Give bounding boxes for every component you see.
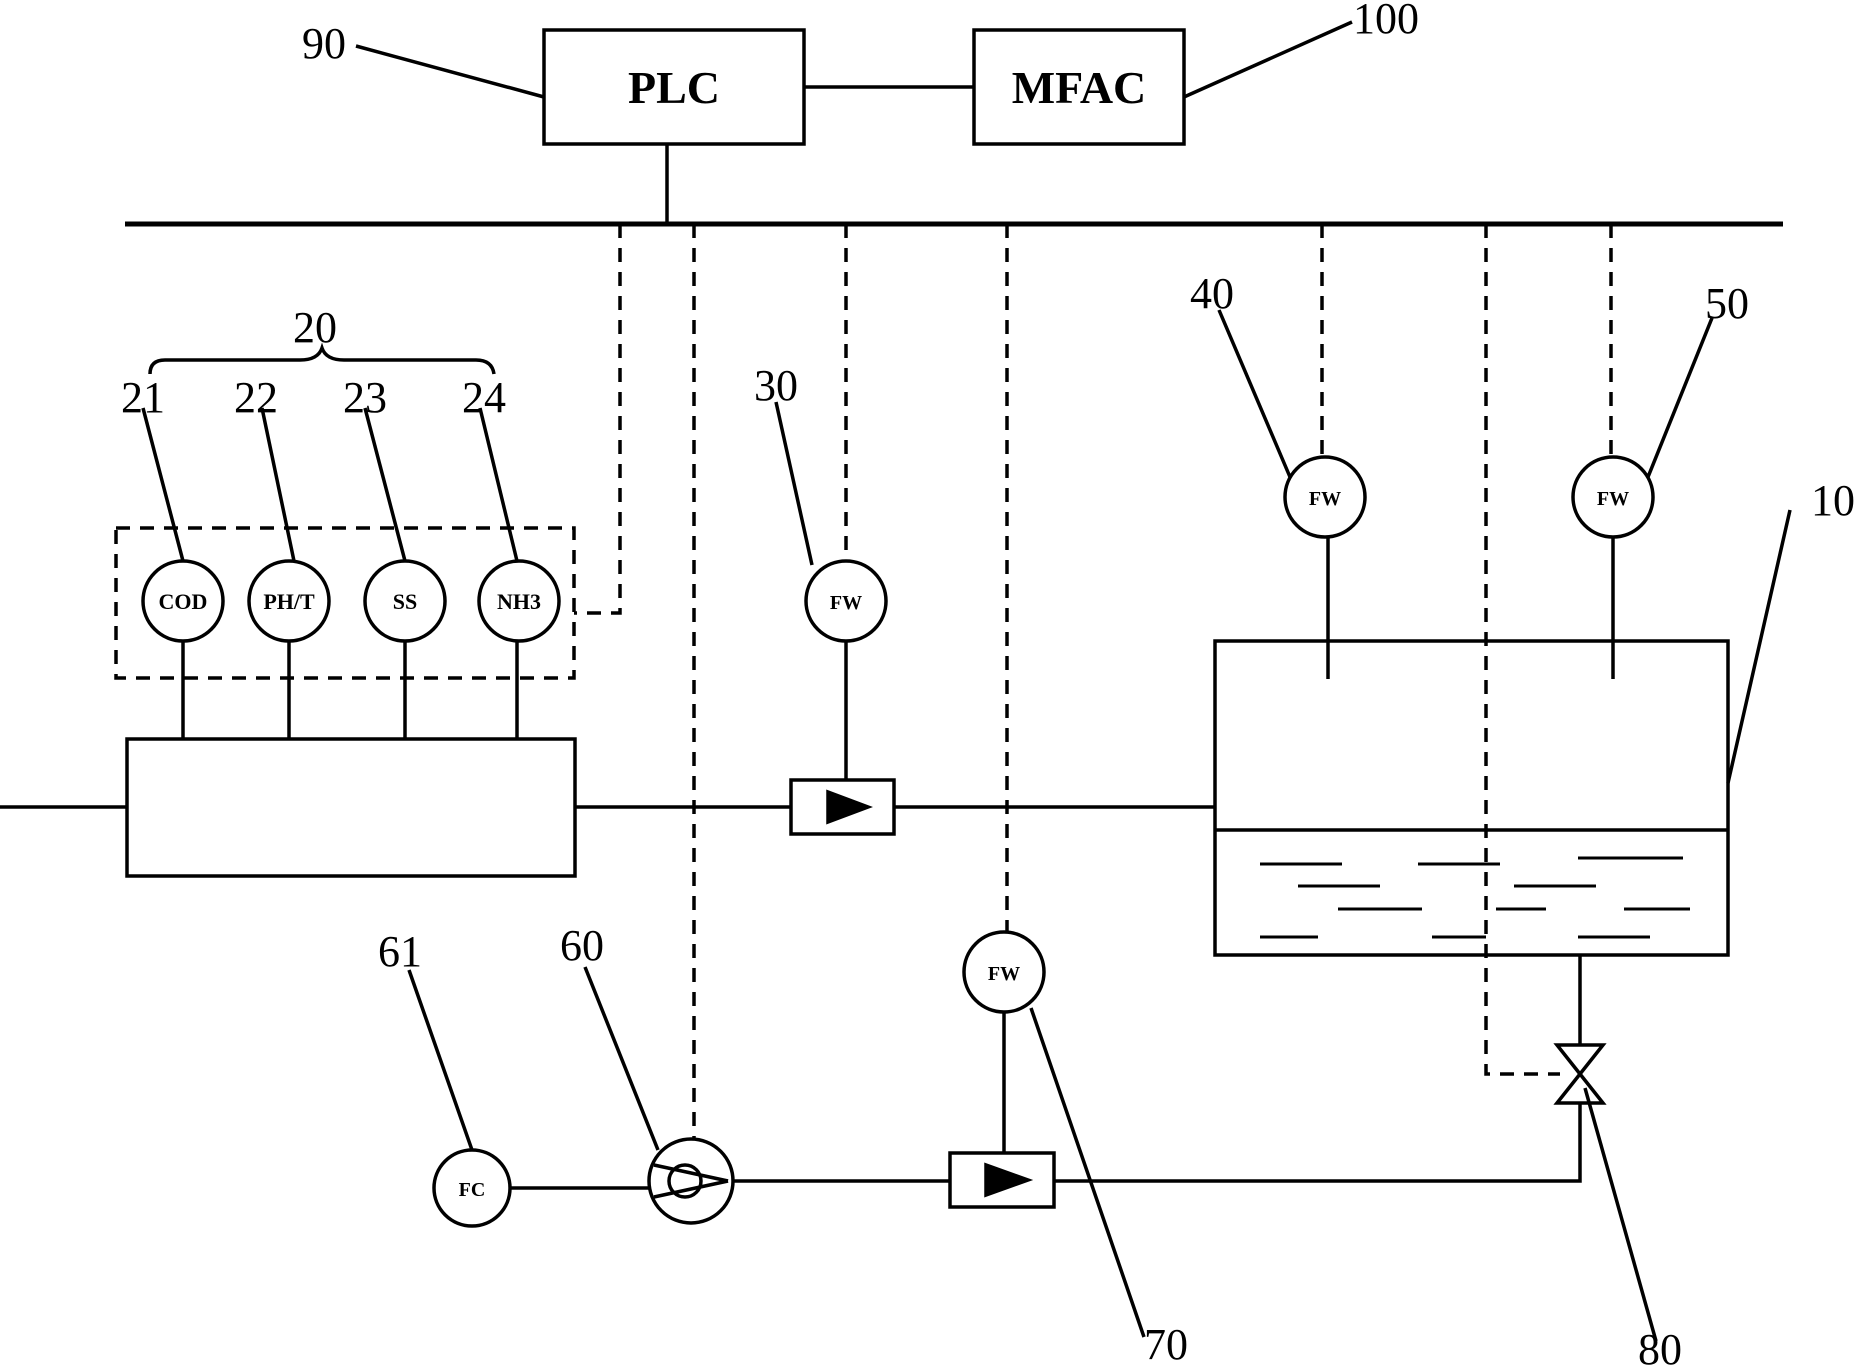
- leader-80: [1583, 1087, 1658, 1342]
- mfac-label: MFAC: [1012, 62, 1147, 113]
- fw70-label: FW: [988, 963, 1020, 985]
- ss-label: SS: [393, 589, 417, 614]
- fc-61-controller: FC: [432, 1148, 512, 1228]
- fw30-instrument: FW: [804, 559, 888, 643]
- ref-24: 24: [462, 373, 506, 422]
- fc-label: FC: [459, 1179, 486, 1201]
- mfac-controller: MFAC: [972, 28, 1186, 146]
- ref-60: 60: [560, 921, 604, 970]
- valve-80: [1553, 1043, 1607, 1105]
- leader-61: [407, 969, 474, 1151]
- ref-22: 22: [234, 373, 278, 422]
- cod-label: COD: [159, 589, 208, 614]
- leader-21: [141, 407, 185, 562]
- plc-controller: PLC: [542, 28, 806, 146]
- plc-label: PLC: [628, 62, 720, 113]
- cod-sensor: COD: [141, 559, 225, 643]
- ref-50: 50: [1705, 279, 1749, 328]
- signal-line-valve: [1484, 224, 1560, 1076]
- fw40-label: FW: [1309, 488, 1341, 510]
- flowmeter-30: [789, 778, 896, 836]
- leader-50: [1646, 317, 1714, 478]
- ref-70: 70: [1144, 1320, 1188, 1369]
- ref-30: 30: [754, 361, 798, 410]
- leader-70: [1029, 1007, 1146, 1338]
- leader-30: [774, 401, 814, 566]
- signal-line-sensor-group: [574, 224, 622, 615]
- leader-90: [355, 44, 545, 99]
- leader-60: [583, 966, 660, 1151]
- leader-24: [478, 407, 519, 562]
- ref-40: 40: [1190, 269, 1234, 318]
- leader-10: [1726, 509, 1792, 784]
- leader-23: [363, 407, 407, 562]
- leader-22: [260, 407, 296, 562]
- nh3-sensor: NH3: [477, 559, 561, 643]
- recirculation-pipe: [1054, 1103, 1582, 1183]
- leader-100: [1183, 20, 1353, 99]
- brace-20: [148, 342, 496, 375]
- sensor-group-boundary: [114, 526, 576, 680]
- pump-60: [647, 1137, 735, 1225]
- reactor-tank: [1213, 639, 1730, 957]
- fw30-label: FW: [830, 592, 862, 614]
- fw50-instrument: FW: [1571, 455, 1655, 539]
- ref-80: 80: [1638, 1325, 1682, 1371]
- fw70-instrument: FW: [962, 930, 1046, 1014]
- ref-90: 90: [302, 19, 346, 68]
- ref-61: 61: [378, 927, 422, 976]
- ref-23: 23: [343, 373, 387, 422]
- fw50-label: FW: [1597, 488, 1629, 510]
- ss-sensor: SS: [363, 559, 447, 643]
- ref-10: 10: [1811, 476, 1855, 525]
- ph-temperature-sensor: PH/T: [247, 559, 331, 643]
- sampling-chamber: [125, 737, 577, 878]
- flowmeter-70: [948, 1151, 1056, 1209]
- fw40-instrument: FW: [1283, 455, 1367, 539]
- ref-20: 20: [293, 303, 337, 352]
- leader-40: [1217, 309, 1292, 478]
- pht-label: PH/T: [263, 589, 315, 614]
- ref-21: 21: [121, 373, 165, 422]
- nh3-label: NH3: [497, 589, 541, 614]
- ref-100: 100: [1353, 0, 1419, 43]
